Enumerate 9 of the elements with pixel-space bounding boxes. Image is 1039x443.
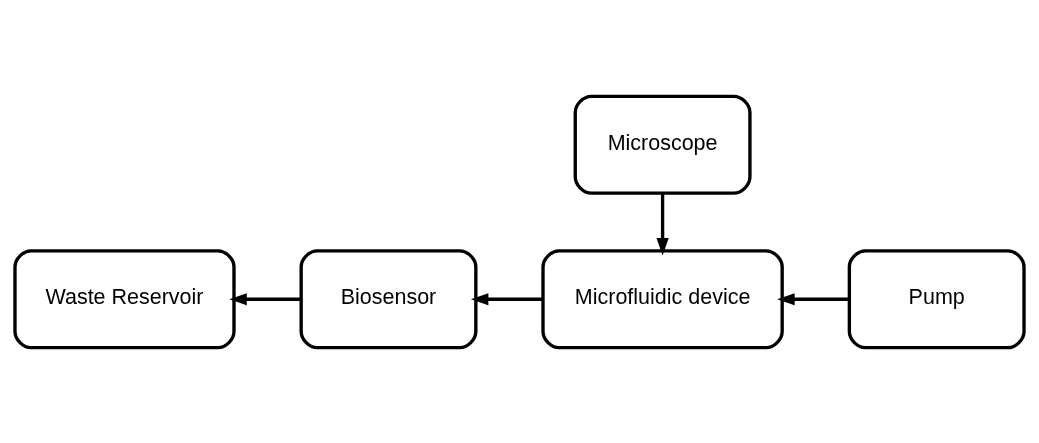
node-box: Pump [847,248,1026,349]
node-box: Microscope [573,94,752,195]
node-box: Waste Reservoir [13,248,236,349]
node-box: Biosensor [299,248,478,349]
arrow [470,292,543,305]
node-box: Microfluidic device [541,248,784,349]
arrow [229,292,301,305]
arrow [777,292,850,305]
arrow [656,192,669,255]
